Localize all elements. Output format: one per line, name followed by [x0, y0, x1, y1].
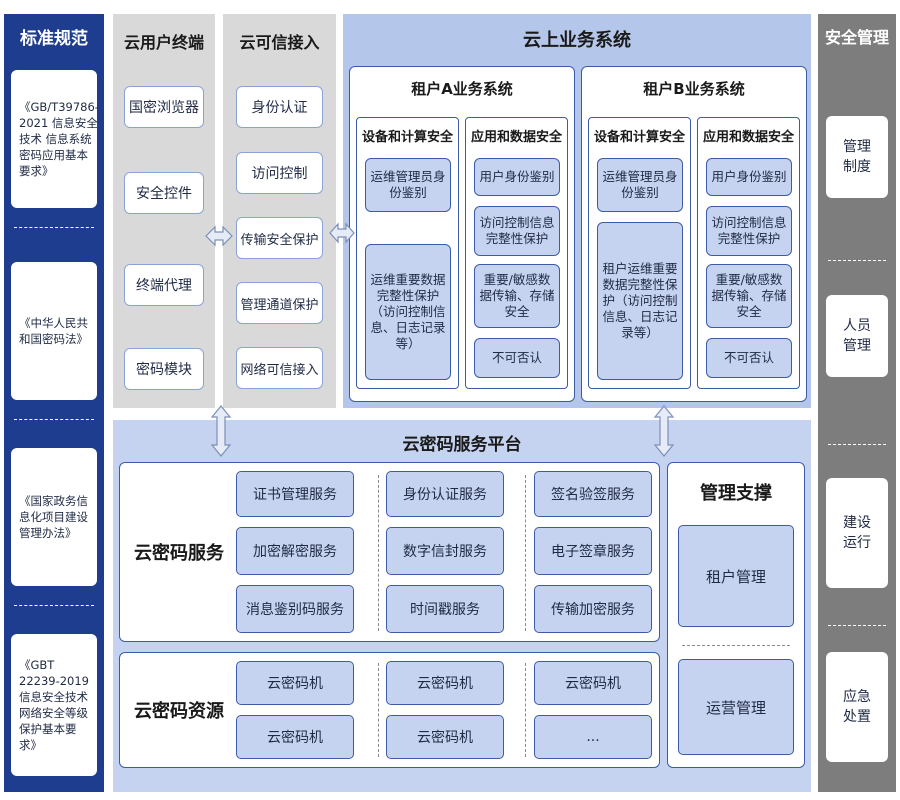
crypto-platform: 云密码服务平台 云密码服务 证书管理服务 身份认证服务 签名验签服务 加密解密服… — [113, 420, 811, 792]
access-item: 网络可信接入 — [236, 347, 323, 389]
standards-divider — [14, 605, 94, 606]
management-item: 运营管理 — [678, 659, 794, 755]
tenant-a-device-item: 运维管理员身份鉴别 — [365, 158, 451, 212]
access-item: 身份认证 — [236, 86, 323, 128]
standards-title: 标准规范 — [20, 28, 88, 49]
tenant-a-device-panel: 设备和计算安全 运维管理员身份鉴别 运维重要数据完整性保护（访问控制信息、日志记… — [356, 117, 459, 389]
resource-item: 云密码机 — [236, 715, 354, 759]
tenant-b-device-item: 运维管理员身份鉴别 — [597, 158, 683, 212]
service-item: 证书管理服务 — [236, 471, 354, 517]
bidirectional-arrow-icon — [210, 405, 232, 457]
management-support-title: 管理支撑 — [700, 483, 772, 504]
tenant-b-title: 租户B业务系统 — [643, 79, 745, 98]
tenant-b-app-title: 应用和数据安全 — [702, 129, 794, 145]
service-item: 加密解密服务 — [236, 527, 354, 575]
tenant-a-app-item: 访问控制信息完整性保护 — [474, 206, 560, 256]
bidirectional-arrow-icon — [329, 222, 355, 244]
services-divider — [378, 475, 379, 631]
security-item-4: 应急处置 — [826, 652, 888, 762]
security-item-3: 建设运行 — [826, 478, 888, 588]
tenant-b-app-item: 重要/敏感数据传输、存储安全 — [706, 264, 792, 328]
access-column: 云可信接入 身份认证 访问控制 传输安全保护 管理通道保护 网络可信接入 — [223, 14, 336, 408]
crypto-resources-panel: 云密码资源 云密码机 云密码机 云密码机 云密码机 云密码机 ... — [119, 652, 660, 768]
resource-item: 云密码机 — [236, 661, 354, 705]
standard-item-1: 《GB/T39786-2021 信息安全技术 信息系统密码应用基本要求》 — [11, 70, 99, 208]
security-divider — [828, 444, 886, 445]
tenant-a-app-title: 应用和数据安全 — [470, 129, 562, 145]
terminal-column: 云用户终端 国密浏览器 安全控件 终端代理 密码模块 — [113, 14, 215, 408]
access-item: 管理通道保护 — [236, 282, 323, 324]
tenant-a-device-title: 设备和计算安全 — [361, 129, 453, 145]
security-column: 安全管理 管理制度 人员管理 建设运行 应急处置 — [818, 14, 896, 792]
service-item: 数字信封服务 — [386, 527, 504, 575]
management-support-panel: 管理支撑 租户管理 运营管理 — [667, 462, 805, 768]
access-item: 访问控制 — [236, 152, 323, 194]
resource-item: 云密码机 — [534, 661, 652, 705]
tenant-a-panel: 租户A业务系统 设备和计算安全 运维管理员身份鉴别 运维重要数据完整性保护（访问… — [349, 66, 575, 402]
tenant-b-device-panel: 设备和计算安全 运维管理员身份鉴别 租户运维重要数据完整性保护（访问控制信息、日… — [588, 117, 691, 389]
resources-divider — [378, 663, 379, 757]
business-title: 云上业务系统 — [523, 30, 631, 51]
tenant-b-panel: 租户B业务系统 设备和计算安全 运维管理员身份鉴别 租户运维重要数据完整性保护（… — [581, 66, 807, 402]
standard-item-2: 《中华人民共和国密码法》 — [11, 262, 97, 400]
tenant-a-app-item: 重要/敏感数据传输、存储安全 — [474, 264, 560, 328]
tenant-b-app-panel: 应用和数据安全 用户身份鉴别 访问控制信息完整性保护 重要/敏感数据传输、存储安… — [697, 117, 800, 389]
tenant-b-app-item: 不可否认 — [706, 338, 792, 378]
crypto-resources-label: 云密码资源 — [134, 701, 224, 722]
security-divider — [828, 260, 886, 261]
service-item: 时间戳服务 — [386, 585, 504, 633]
security-divider — [828, 625, 886, 626]
terminal-item: 国密浏览器 — [124, 86, 204, 128]
resources-divider — [525, 663, 526, 757]
tenant-a-device-item: 运维重要数据完整性保护（访问控制信息、日志记录等） — [365, 244, 451, 380]
standards-column: 标准规范 《GB/T39786-2021 信息安全技术 信息系统密码应用基本要求… — [4, 14, 104, 792]
standard-item-3: 《国家政务信息化项目建设管理办法》 — [11, 448, 97, 586]
tenant-a-title: 租户A业务系统 — [411, 79, 513, 98]
service-item: 签名验签服务 — [534, 471, 652, 517]
tenant-b-app-item: 用户身份鉴别 — [706, 158, 792, 196]
terminal-item: 密码模块 — [124, 348, 204, 390]
resource-item: 云密码机 — [386, 715, 504, 759]
crypto-services-label: 云密码服务 — [134, 543, 224, 564]
tenant-a-app-item: 不可否认 — [474, 338, 560, 378]
services-divider — [525, 475, 526, 631]
standards-divider — [14, 227, 94, 228]
tenant-b-app-item: 访问控制信息完整性保护 — [706, 206, 792, 256]
service-item: 身份认证服务 — [386, 471, 504, 517]
standards-divider — [14, 419, 94, 420]
bidirectional-arrow-icon — [205, 225, 233, 247]
management-divider — [682, 645, 790, 646]
standard-item-4: 《GBT 22239-2019信息安全技术 网络安全等级保护基本要求》 — [11, 634, 97, 776]
service-item: 电子签章服务 — [534, 527, 652, 575]
security-item-1: 管理制度 — [826, 116, 888, 198]
resource-item: 云密码机 — [386, 661, 504, 705]
bidirectional-arrow-icon — [653, 405, 675, 457]
platform-title: 云密码服务平台 — [402, 434, 522, 455]
tenant-a-app-panel: 应用和数据安全 用户身份鉴别 访问控制信息完整性保护 重要/敏感数据传输、存储安… — [465, 117, 568, 389]
security-item-2: 人员管理 — [826, 295, 888, 377]
crypto-services-panel: 云密码服务 证书管理服务 身份认证服务 签名验签服务 加密解密服务 数字信封服务… — [119, 462, 660, 642]
terminal-item: 安全控件 — [124, 172, 204, 214]
resource-item: ... — [534, 715, 652, 759]
management-item: 租户管理 — [678, 525, 794, 627]
security-title: 安全管理 — [824, 28, 889, 47]
service-item: 消息鉴别码服务 — [236, 585, 354, 633]
business-system: 云上业务系统 租户A业务系统 设备和计算安全 运维管理员身份鉴别 运维重要数据完… — [343, 14, 811, 408]
access-item: 传输安全保护 — [236, 217, 323, 259]
tenant-b-device-item: 租户运维重要数据完整性保护（访问控制信息、日志记录等） — [597, 222, 683, 380]
service-item: 传输加密服务 — [534, 585, 652, 633]
terminal-item: 终端代理 — [124, 264, 204, 306]
access-title: 云可信接入 — [239, 33, 320, 52]
tenant-a-app-item: 用户身份鉴别 — [474, 158, 560, 196]
tenant-b-device-title: 设备和计算安全 — [593, 129, 685, 145]
terminal-title: 云用户终端 — [123, 33, 204, 52]
